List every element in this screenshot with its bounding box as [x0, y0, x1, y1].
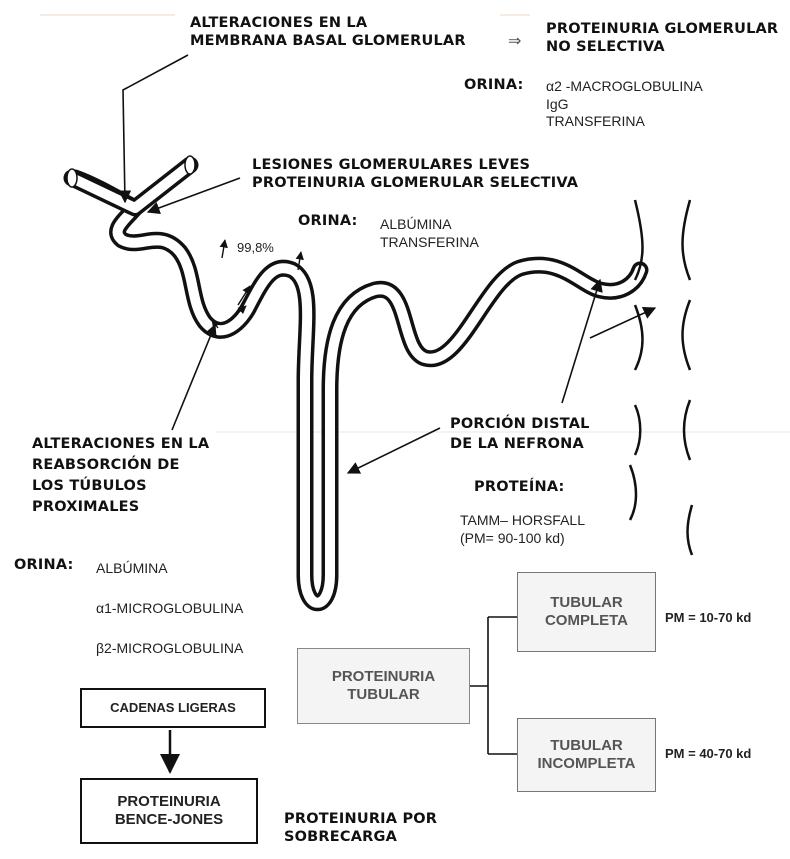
implies-arrow-icon: ⇒	[508, 32, 521, 52]
sobrecarga-label: PROTEINURIA POR SOBRECARGA	[284, 810, 437, 846]
orina-low-item-2: α1-MICROGLOBULINA	[96, 600, 243, 618]
tamm-horsfall-text: TAMM– HORSFALL (PM= 90-100 kd)	[460, 512, 585, 547]
proteina-label: PROTEÍNA:	[474, 478, 565, 496]
pointer-proximal	[172, 325, 215, 430]
pm-incompleta: PM = 40-70 kd	[665, 746, 751, 761]
pointer-distal-nephron	[348, 428, 440, 473]
tubular-connectors	[470, 617, 517, 754]
pointer-distal-tip	[562, 280, 600, 403]
orina-mid-list: ALBÚMINA TRANSFERINA	[380, 216, 479, 251]
reabsorption-percent: 99,8%	[237, 240, 274, 256]
basal-membrane-label: ALTERACIONES EN LA MEMBRANA BASAL GLOMER…	[190, 14, 466, 50]
distal-label: PORCIÓN DISTAL DE LA NEFRONA	[450, 414, 590, 455]
orina-top-list: α2 -MACROGLOBULINA IgG TRANSFERINA	[546, 78, 703, 131]
orina-mid-label: ORINA:	[298, 212, 358, 230]
orina-low-item-3: β2-MICROGLOBULINA	[96, 640, 243, 658]
orina-low-label: ORINA:	[14, 556, 74, 574]
pm-completa: PM = 10-70 kd	[665, 610, 751, 625]
orina-top-label: ORINA:	[464, 76, 524, 94]
orina-low-item-1: ALBÚMINA	[96, 560, 168, 578]
selective-label: LESIONES GLOMERULARES LEVES PROTEINURIA …	[252, 156, 578, 192]
tube-end-left	[67, 169, 77, 187]
cadenas-ligeras-box: CADENAS LIGERAS	[80, 688, 266, 728]
non-selective-label: PROTEINURIA GLOMERULAR NO SELECTIVA	[546, 20, 778, 56]
collecting-duct	[630, 200, 692, 555]
proximal-label: ALTERACIONES EN LA REABSORCIÓN DE LOS TÚ…	[32, 434, 209, 518]
tube-end-right	[185, 156, 195, 174]
pointer-distal-duct	[590, 308, 655, 338]
